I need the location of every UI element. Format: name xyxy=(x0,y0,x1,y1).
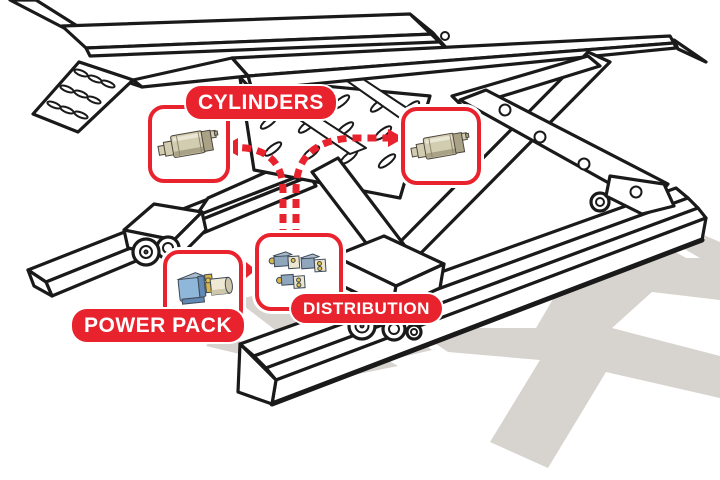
ramp-tread-marks xyxy=(46,68,116,120)
pivot-plate xyxy=(589,174,676,216)
hydraulic-power-pack-icon xyxy=(176,272,233,305)
power-pack-label: POWER PACK xyxy=(72,309,245,342)
cylinder-right-callout xyxy=(401,107,481,185)
ramp-left xyxy=(31,56,250,134)
front-runway xyxy=(230,34,708,92)
cylinders-label: CYLINDERS xyxy=(186,86,336,119)
hydraulic-cylinder-icon xyxy=(410,132,470,160)
distribution-label: DISTRIBUTION xyxy=(291,294,442,323)
valve-manifold-icon xyxy=(268,251,327,289)
hydraulic-cylinder-icon xyxy=(157,129,219,158)
back-runway xyxy=(8,0,452,58)
power-pack-callout xyxy=(163,250,243,326)
ramp-flap-right xyxy=(672,38,708,64)
